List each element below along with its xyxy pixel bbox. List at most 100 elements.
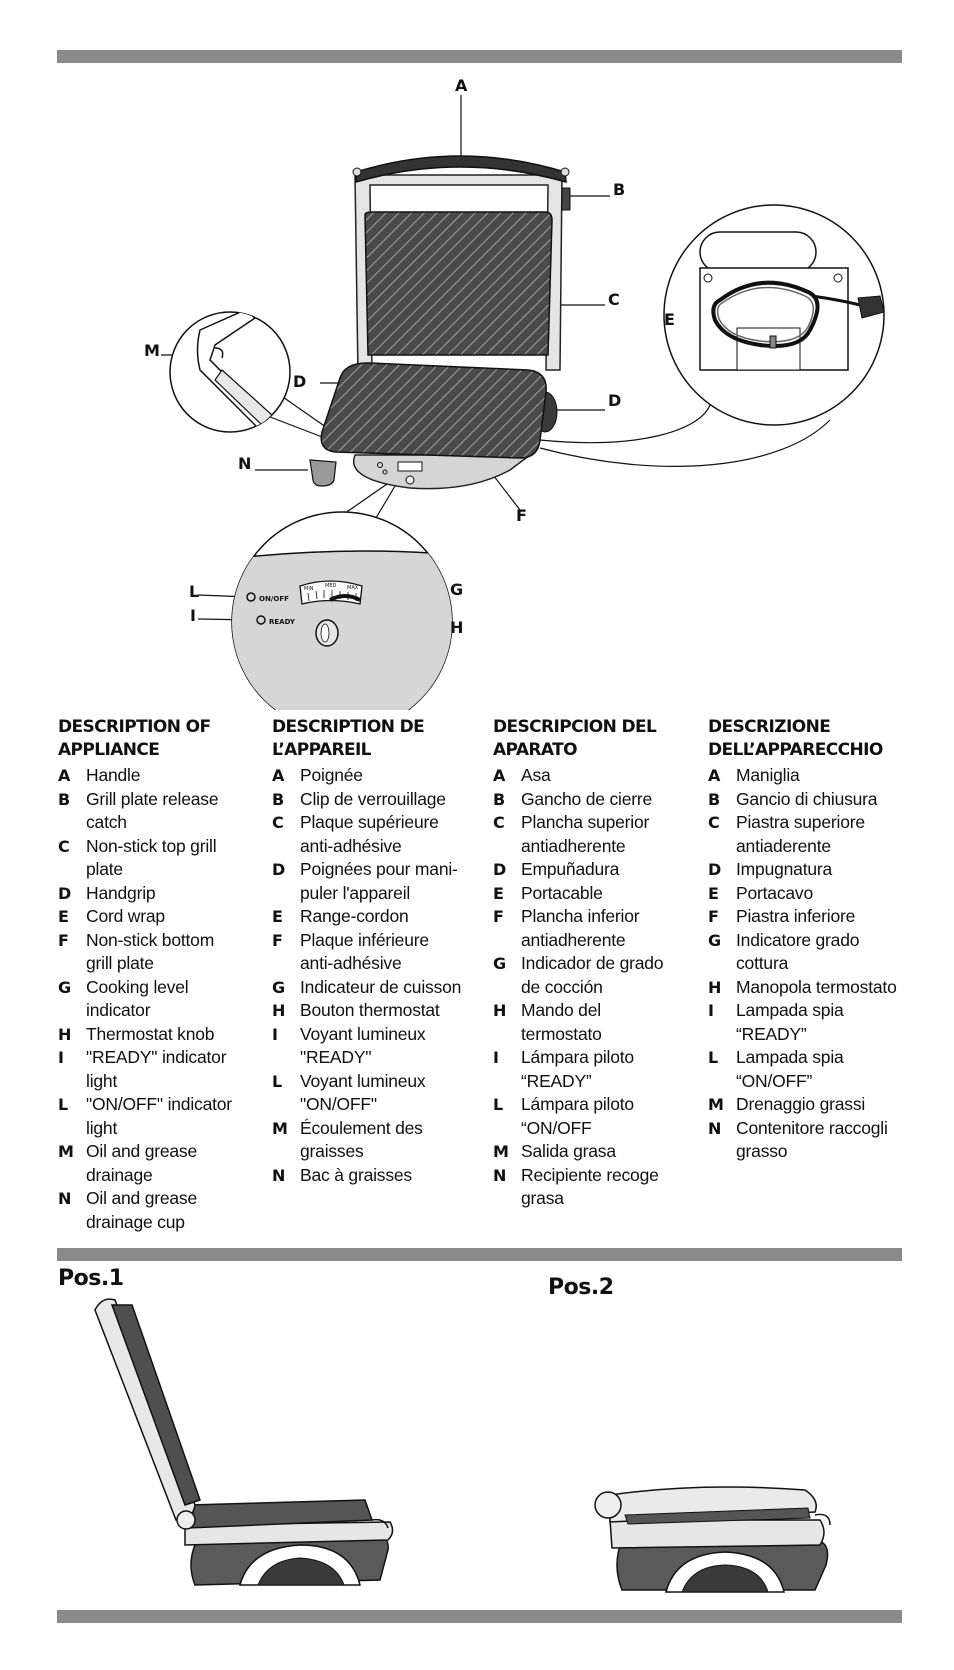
callout-n: N — [238, 454, 252, 473]
item-letter: N — [493, 1165, 507, 1185]
item-description: Drenaggio grassi — [736, 1094, 866, 1114]
item-description: Voyant lumineux"READY" — [300, 1023, 426, 1068]
item-letter: B — [58, 789, 71, 809]
item-description: Handgrip — [86, 882, 156, 903]
callout-m: M — [144, 341, 160, 360]
item-letter: M — [272, 1118, 288, 1138]
callout-d-right: D — [608, 391, 622, 410]
appliance-illustration: ON/OFF READY MIN MED MAX — [161, 95, 885, 710]
pos2-illustration — [594, 1486, 831, 1593]
dial-max-label: MAX — [347, 585, 359, 591]
item-letter: A — [58, 766, 71, 785]
item-letter: L — [708, 1048, 719, 1067]
list-item: D Poignées pour mani-puler l'appareil — [272, 858, 487, 905]
item-description: Thermostat knob — [86, 1023, 215, 1044]
item-letter: F — [272, 930, 283, 950]
item-description: Bouton thermostat — [300, 1000, 440, 1020]
list-item: A Poignée — [272, 764, 487, 788]
list-item: D Handgrip — [58, 882, 263, 906]
item-letter: D — [272, 860, 286, 879]
item-description: Poignée — [300, 765, 363, 785]
list-item: M Drenaggio grassi — [708, 1093, 908, 1117]
item-description: Lámpara piloto“READY” — [521, 1047, 634, 1091]
item-letter: E — [708, 883, 719, 903]
bottom-divider-bar — [57, 1610, 902, 1623]
item-letter: H — [58, 1024, 72, 1044]
callout-b: B — [613, 180, 626, 199]
item-letter: C — [708, 813, 720, 832]
middle-divider-bar — [57, 1248, 902, 1261]
callout-h: H — [450, 618, 464, 637]
item-letter: F — [58, 930, 69, 950]
item-description: Voyant lumineux"ON/OFF" — [300, 1070, 426, 1115]
item-description: Impugnatura — [736, 859, 833, 879]
item-description: Clip de verrouillage — [300, 788, 446, 809]
item-letter: N — [58, 1189, 72, 1208]
item-letter: E — [58, 907, 69, 926]
item-letter: D — [58, 883, 72, 903]
item-letter: H — [272, 1001, 286, 1020]
callout-c: C — [608, 290, 620, 309]
item-letter: F — [708, 907, 719, 926]
item-letter: B — [493, 789, 506, 809]
item-description: Handle — [86, 765, 141, 785]
item-description: Bac à graisses — [300, 1164, 412, 1185]
item-letter: M — [708, 1095, 724, 1114]
item-letter: G — [708, 930, 722, 950]
list-item: B Gancho de cierre — [493, 788, 703, 812]
item-description: Portacavo — [736, 882, 813, 903]
panel-ready-label: READY — [269, 618, 296, 626]
callout-l: L — [189, 582, 200, 601]
item-letter: I — [58, 1048, 64, 1067]
callout-a: A — [455, 76, 468, 95]
item-letter: N — [708, 1118, 722, 1138]
callout-e: E — [664, 310, 675, 329]
item-letter: B — [708, 789, 721, 809]
item-description: Portacable — [521, 882, 603, 903]
item-letter: A — [493, 766, 506, 785]
panel-on-off-label: ON/OFF — [259, 595, 289, 603]
item-description: Poignées pour mani-puler l'appareil — [300, 859, 458, 903]
list-item: H Thermostat knob — [58, 1023, 263, 1047]
callout-f: F — [516, 506, 527, 525]
item-description: Lampada spia“ON/OFF” — [736, 1047, 844, 1091]
item-letter: H — [493, 1001, 507, 1020]
item-letter: G — [58, 977, 72, 997]
item-description: Gancho de cierre — [521, 788, 653, 809]
item-description: Asa — [521, 765, 551, 785]
item-description: Manopola termostato — [736, 976, 897, 997]
list-item: A Handle — [58, 764, 263, 788]
item-letter: A — [272, 766, 285, 785]
pos1-label: Pos.1 — [58, 1266, 124, 1291]
item-description: Lampada spia“READY” — [736, 1000, 844, 1044]
top-divider-bar — [57, 50, 902, 63]
